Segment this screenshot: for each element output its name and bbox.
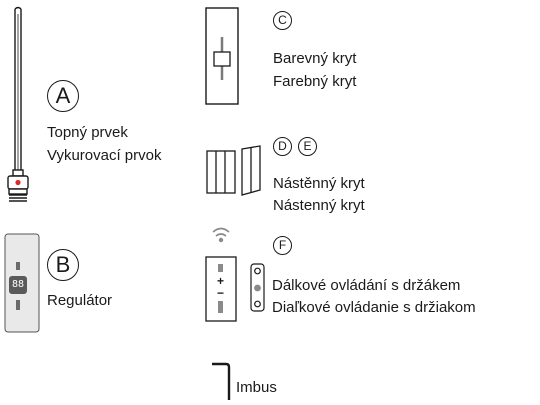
wall-cover-label-cz: Nástěnný kryt	[273, 175, 365, 192]
heater-indicator-dot	[15, 179, 21, 186]
remote-minus-symbol: −	[216, 286, 224, 300]
color-cover-illustration	[205, 7, 239, 105]
regulator-display	[9, 276, 27, 294]
regulator-display-digits: 88	[11, 279, 25, 290]
label-d-marker: D	[273, 137, 292, 156]
label-e-marker: E	[298, 137, 317, 156]
remote-label-cz: Dálkové ovládání s držákem	[272, 277, 461, 294]
regulator-label: Regulátor	[47, 292, 113, 309]
remote-label-sk: Diaľkové ovládanie s držiakom	[272, 299, 476, 316]
label-b-marker: B	[47, 249, 79, 281]
label-c-marker: C	[273, 11, 292, 30]
wall-cover-label-sk: Nástenný kryt	[273, 197, 365, 214]
hex-key-label: Imbus	[236, 379, 277, 396]
color-cover-label-sk: Farebný kryt	[273, 73, 357, 90]
remote-holder-illustration	[250, 263, 265, 312]
heating-element-illustration	[7, 6, 29, 202]
regulator-illustration	[4, 233, 40, 333]
remote-plus-symbol: +	[216, 274, 224, 288]
label-a-marker: A	[47, 80, 79, 112]
remote-control-illustration	[205, 256, 237, 322]
heating-element-label-sk: Vykurovací prvok	[47, 147, 162, 164]
label-f-marker: F	[273, 236, 292, 255]
wall-cover-illustration	[206, 145, 261, 196]
hex-key-illustration	[212, 362, 231, 400]
wireless-signal-icon	[212, 227, 230, 243]
heating-element-label-cz: Topný prvek	[47, 124, 128, 141]
color-cover-label-cz: Barevný kryt	[273, 50, 357, 67]
